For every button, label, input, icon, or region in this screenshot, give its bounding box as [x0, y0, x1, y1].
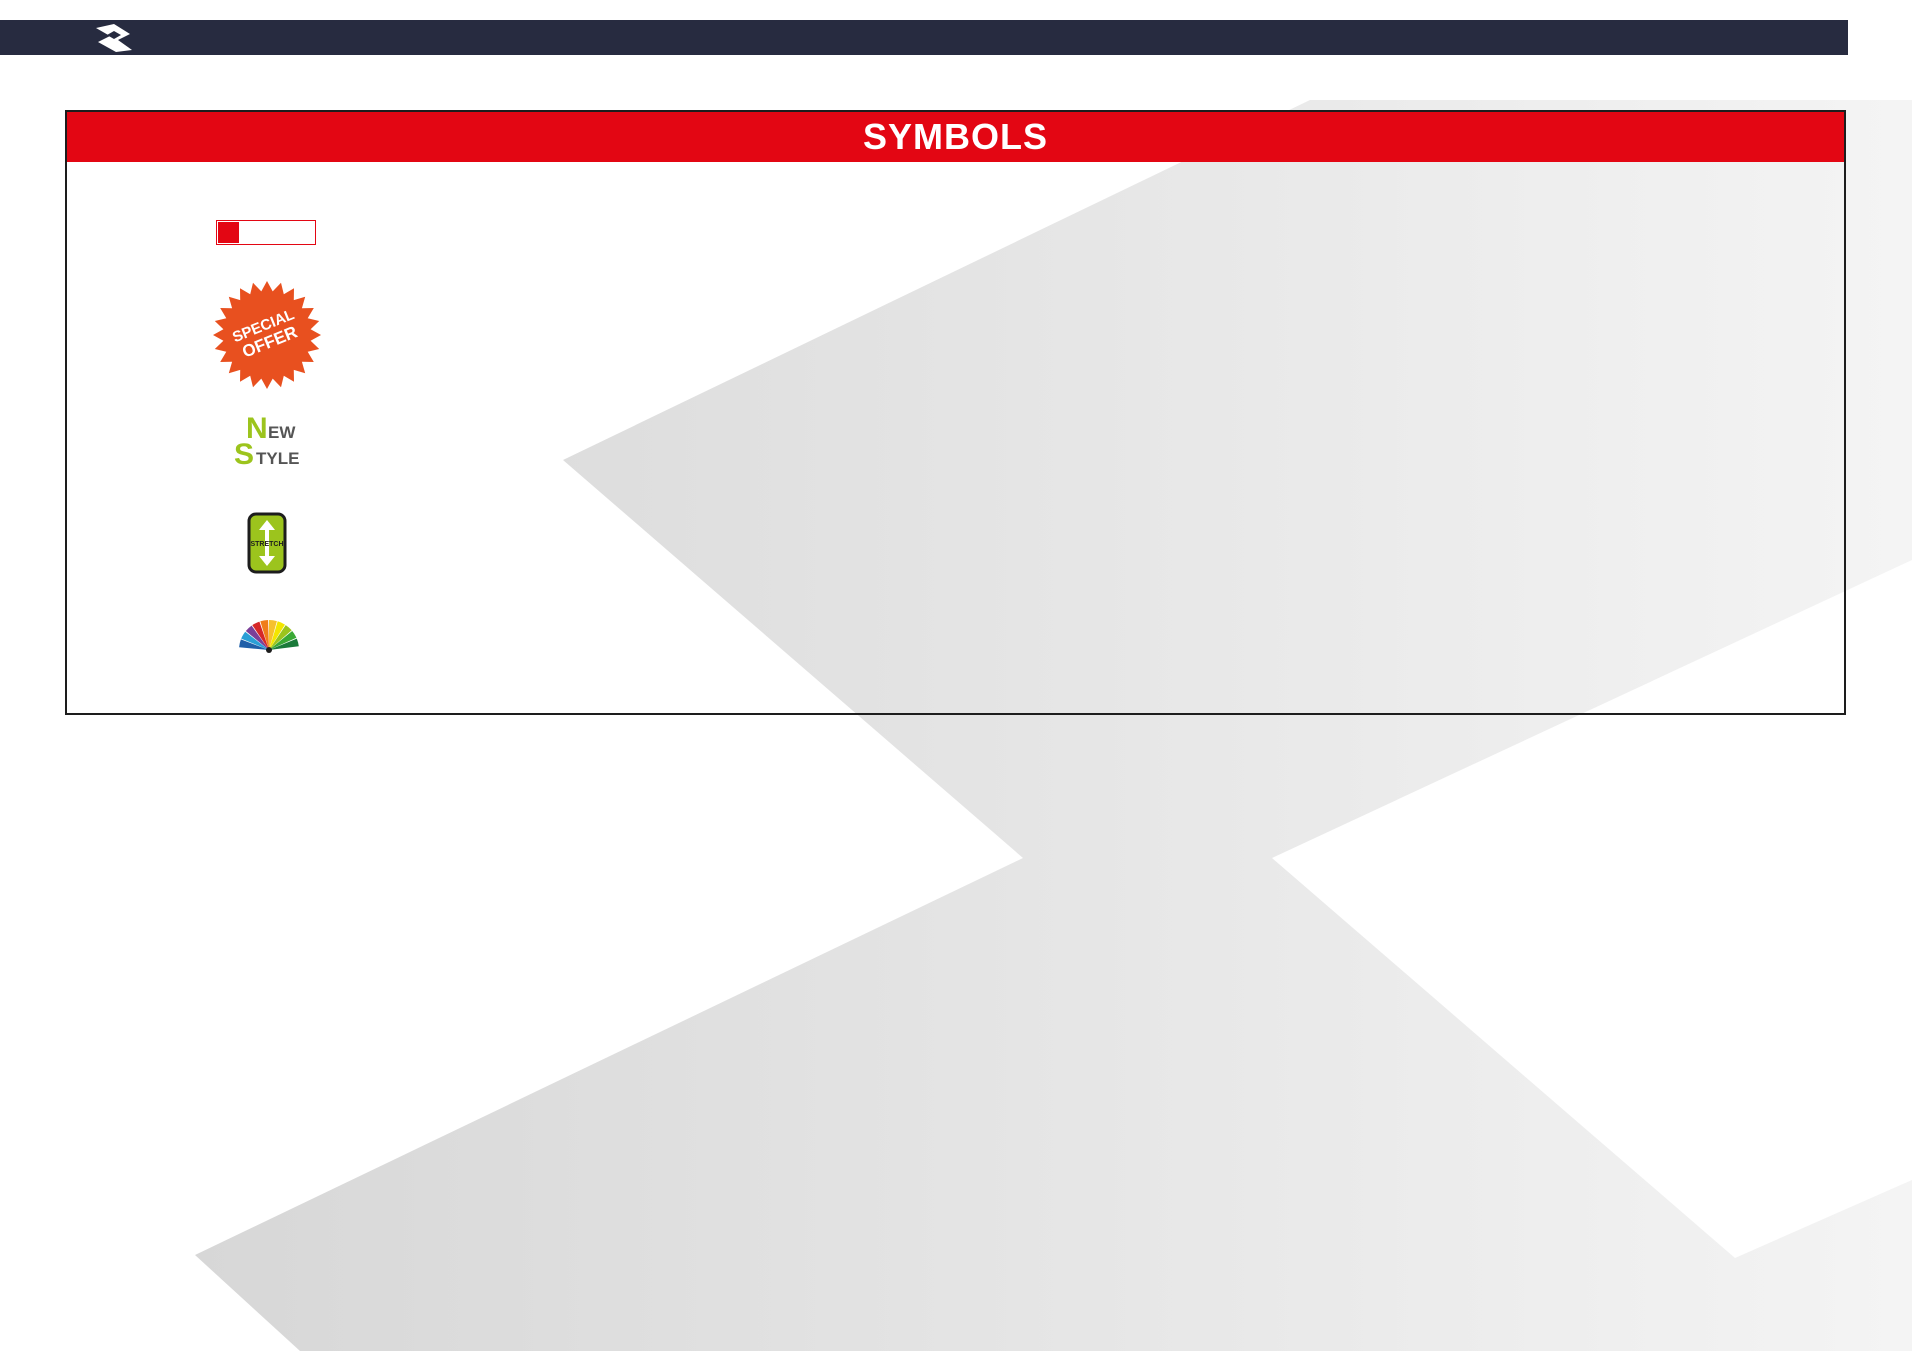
color-fan-icon — [239, 620, 299, 653]
new-style-rest-1: EW — [268, 423, 296, 442]
level-bar-icon — [216, 220, 316, 245]
top-bar — [0, 20, 1848, 55]
new-style-first-letter-1: N — [246, 412, 268, 445]
new-style-first-letter-2: S — [234, 438, 254, 470]
new-style-rest-2: TYLE — [256, 449, 299, 468]
color-fan-swatch — [241, 631, 269, 650]
color-fan-swatch — [269, 620, 277, 650]
level-bar-fill — [218, 222, 239, 243]
color-fan-swatch — [269, 625, 292, 650]
color-fan-swatch — [239, 639, 269, 650]
stretch-icon: STRETCH — [247, 512, 287, 574]
color-fan-swatch — [269, 631, 297, 650]
color-fan-swatch — [269, 638, 299, 650]
new-style-icon: N EW S TYLE — [234, 412, 299, 470]
color-fan-swatch — [252, 621, 269, 650]
panel-title: SYMBOLS — [67, 112, 1844, 162]
stretch-label: STRETCH — [250, 541, 283, 548]
color-fan-swatch — [245, 625, 269, 650]
color-fan-swatch — [269, 621, 285, 650]
special-offer-badge-icon: SPECIAL OFFER — [213, 281, 321, 389]
symbols-panel: SYMBOLS SPECIAL OFFER N EW S TYLE STRETC… — [65, 110, 1846, 715]
brand-logo-icon — [96, 24, 132, 52]
color-fan-swatch — [260, 620, 269, 650]
